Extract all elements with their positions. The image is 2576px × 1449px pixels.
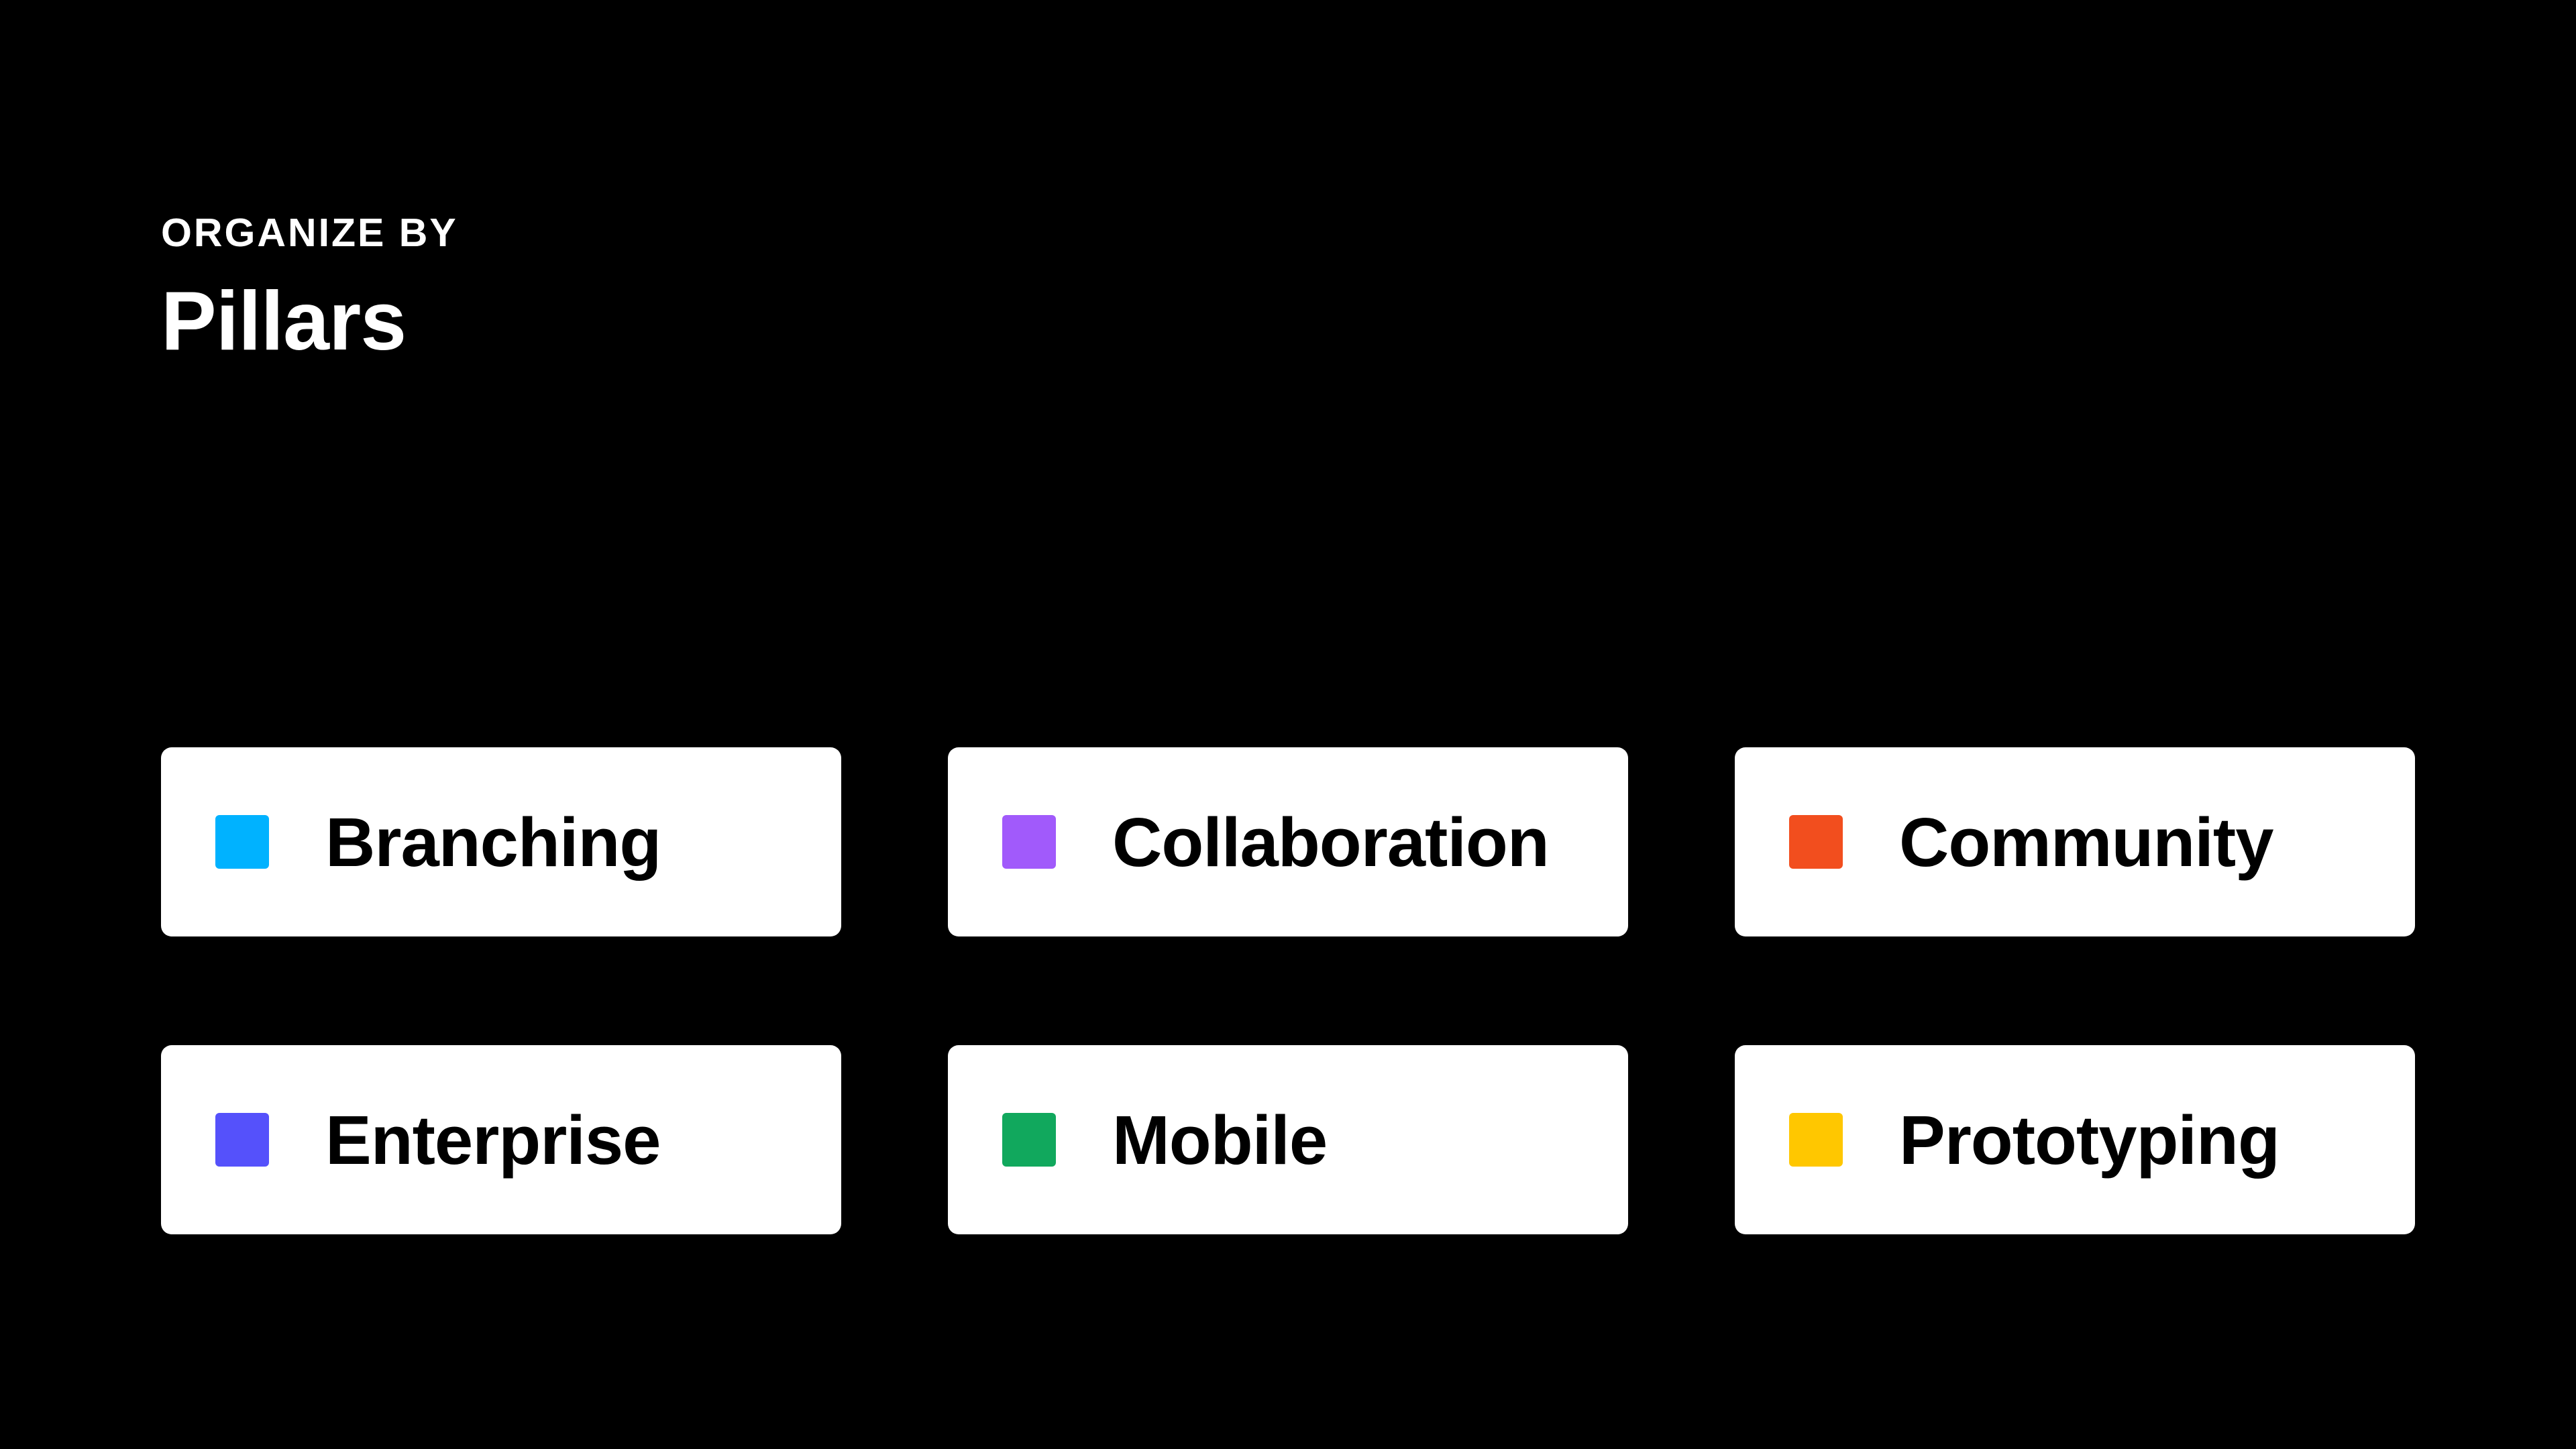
- pillar-card-label: Mobile: [1112, 1101, 1328, 1179]
- yellow-square-swatch: [1789, 1113, 1843, 1167]
- pillar-card[interactable]: Community: [1735, 747, 2415, 936]
- indigo-square-swatch: [215, 1113, 269, 1167]
- pillar-card-label: Enterprise: [325, 1101, 661, 1179]
- purple-square-swatch: [1002, 815, 1056, 869]
- pillar-card[interactable]: Prototyping: [1735, 1045, 2415, 1234]
- pillar-card-label: Collaboration: [1112, 803, 1550, 881]
- pillar-grid: Branching Collaboration Community Enterp…: [161, 747, 2415, 1234]
- organize-by-eyebrow: ORGANIZE BY: [161, 211, 458, 255]
- page-title: Pillars: [161, 275, 407, 368]
- cyan-square-swatch: [215, 815, 269, 869]
- pillar-card[interactable]: Mobile: [948, 1045, 1628, 1234]
- pillar-card[interactable]: Enterprise: [161, 1045, 841, 1234]
- pillar-card-label: Community: [1899, 803, 2273, 881]
- page-header: ORGANIZE BY Pillars: [161, 211, 458, 368]
- orange-square-swatch: [1789, 815, 1843, 869]
- pillar-card[interactable]: Branching: [161, 747, 841, 936]
- pillar-card-label: Branching: [325, 803, 661, 881]
- pillar-card[interactable]: Collaboration: [948, 747, 1628, 936]
- pillar-card-label: Prototyping: [1899, 1101, 2280, 1179]
- green-square-swatch: [1002, 1113, 1056, 1167]
